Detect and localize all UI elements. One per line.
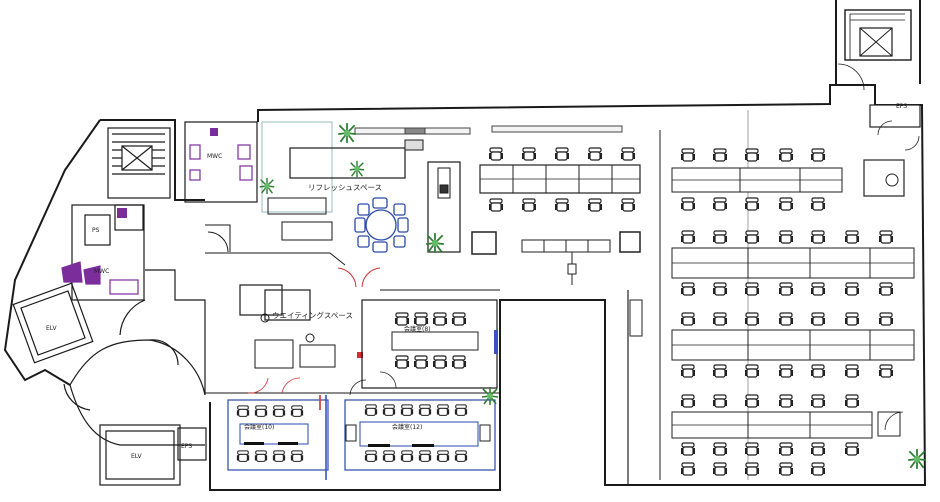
label-meeting-12: 会議室(12) bbox=[392, 423, 422, 431]
room-labels: リフレッシュスペース ウエイティングスペース 会議室(8) 会議室(10) 会議… bbox=[46, 103, 907, 460]
office-chair bbox=[778, 312, 794, 326]
office-chair bbox=[844, 394, 860, 408]
office-chair bbox=[844, 230, 860, 244]
office-chair bbox=[778, 442, 794, 456]
label-mwc-upper: MWC bbox=[207, 153, 222, 160]
office-chair bbox=[744, 364, 760, 378]
service-core bbox=[12, 121, 258, 486]
office-chair bbox=[744, 148, 760, 162]
office-chair bbox=[844, 364, 860, 378]
meeting-room-8 bbox=[361, 299, 498, 389]
office-chair bbox=[878, 230, 894, 244]
office-chair bbox=[810, 462, 826, 476]
office-chair bbox=[810, 197, 826, 211]
label-eps-top: EPS bbox=[896, 103, 907, 110]
label-waiting-space: ウエイティングスペース bbox=[272, 310, 353, 320]
office-chair bbox=[680, 442, 696, 456]
office-chair bbox=[810, 148, 826, 162]
office-chair bbox=[744, 462, 760, 476]
office-chair bbox=[778, 282, 794, 296]
open-office-desks bbox=[627, 104, 921, 485]
office-chair bbox=[712, 462, 728, 476]
waiting-area bbox=[205, 224, 500, 394]
office-chair bbox=[810, 282, 826, 296]
meeting-room-12 bbox=[344, 379, 496, 471]
office-chair bbox=[744, 282, 760, 296]
refresh-area bbox=[261, 121, 461, 253]
office-chair bbox=[712, 197, 728, 211]
office-chair bbox=[778, 364, 794, 378]
door-swings bbox=[884, 135, 920, 431]
office-chair bbox=[680, 197, 696, 211]
label-meeting-10: 会議室(10) bbox=[244, 423, 274, 431]
central-desk-cluster bbox=[471, 147, 641, 285]
office-chair bbox=[712, 364, 728, 378]
office-chair bbox=[744, 442, 760, 456]
office-chair bbox=[878, 312, 894, 326]
office-chair bbox=[712, 148, 728, 162]
office-chair bbox=[844, 312, 860, 326]
office-chair bbox=[680, 364, 696, 378]
office-chair bbox=[844, 442, 860, 456]
office-chair bbox=[712, 282, 728, 296]
office-chair bbox=[744, 230, 760, 244]
label-mwc-lower: MWC bbox=[94, 268, 109, 275]
office-chair bbox=[744, 312, 760, 326]
label-elv-bottom: ELV bbox=[131, 453, 142, 460]
label-elv-left: ELV bbox=[46, 325, 57, 332]
office-chair bbox=[878, 282, 894, 296]
meeting-room-10 bbox=[227, 377, 329, 480]
office-chair bbox=[712, 442, 728, 456]
office-chair bbox=[810, 312, 826, 326]
office-chair bbox=[810, 364, 826, 378]
office-chair bbox=[778, 230, 794, 244]
office-chair bbox=[744, 197, 760, 211]
office-chair bbox=[810, 394, 826, 408]
office-chair bbox=[878, 364, 894, 378]
office-chair bbox=[778, 197, 794, 211]
office-chair bbox=[680, 312, 696, 326]
office-chair bbox=[680, 230, 696, 244]
office-chair bbox=[778, 148, 794, 162]
office-chair bbox=[712, 312, 728, 326]
label-meeting-8: 会議室(8) bbox=[404, 325, 431, 333]
office-chair bbox=[680, 148, 696, 162]
office-chair bbox=[680, 394, 696, 408]
office-chair bbox=[844, 282, 860, 296]
round-table-set bbox=[354, 197, 409, 253]
label-refresh-space: リフレッシュスペース bbox=[308, 183, 382, 192]
office-chair bbox=[778, 394, 794, 408]
office-chair bbox=[712, 394, 728, 408]
office-chair bbox=[680, 282, 696, 296]
office-chair bbox=[712, 230, 728, 244]
window-line bbox=[354, 125, 623, 135]
top-stair-core bbox=[837, 9, 912, 91]
office-chair bbox=[680, 462, 696, 476]
office-chair bbox=[810, 230, 826, 244]
label-eps-bottom: EPS bbox=[181, 443, 192, 450]
outer-walls bbox=[3, 0, 927, 491]
office-chair bbox=[778, 462, 794, 476]
label-ps: PS bbox=[92, 227, 100, 234]
office-chair bbox=[744, 394, 760, 408]
office-chair bbox=[810, 442, 826, 456]
